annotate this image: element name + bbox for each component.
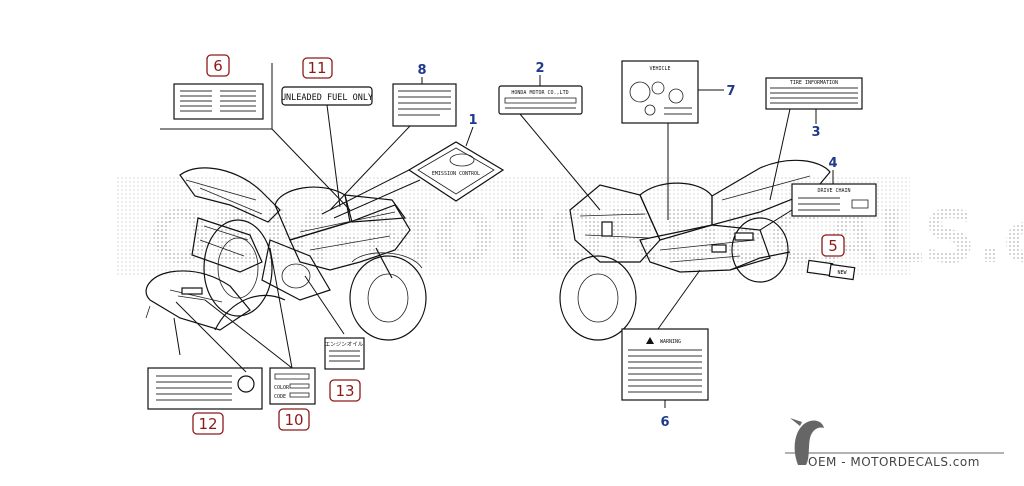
engine-oil-text: エンジンオイル	[325, 341, 364, 348]
svg-text:6: 6	[213, 57, 223, 75]
honda-motor-text: HONDA MOTOR CO.,LTD	[511, 90, 568, 96]
svg-text:12: 12	[198, 415, 217, 433]
emission-text: EMISSION CONTROL	[432, 171, 480, 177]
brand-mark: OEM - MOTORDECALS.com	[785, 418, 1004, 469]
svg-text:13: 13	[335, 382, 354, 400]
label-6-left	[160, 63, 351, 211]
callout-5: 5	[821, 234, 845, 257]
callout-6-right: 6	[660, 415, 669, 430]
callout-11: 11	[302, 57, 333, 79]
brand-text: OEM - MOTORDECALS.com	[808, 455, 980, 469]
callout-10: 10	[278, 408, 310, 431]
label-6-warning: WARNING	[621, 269, 709, 408]
label-12	[147, 301, 263, 410]
label-10-color-code: COLOR CODE	[204, 247, 316, 405]
callout-7: 7	[726, 84, 735, 99]
label-13-engine-oil: エンジンオイル	[304, 275, 365, 370]
new-text: NEW	[837, 270, 847, 276]
tire-info-text: TIRE INFORMATION	[790, 80, 838, 86]
callout-4: 4	[828, 156, 837, 171]
label-3-tire-info: TIRE INFORMATION	[765, 77, 863, 201]
label-1-emission: EMISSION CONTROL	[321, 141, 505, 219]
callout-2: 2	[535, 61, 544, 76]
callout-6-left: 6	[206, 54, 230, 77]
bird-logo-icon	[790, 418, 824, 465]
vehicle-text: VEHICLE	[649, 66, 670, 72]
warning-text: WARNING	[660, 339, 681, 345]
color-text: COLOR	[274, 385, 290, 391]
left-motorcycle	[179, 167, 427, 341]
svg-text:11: 11	[307, 59, 326, 77]
svg-text:10: 10	[284, 411, 303, 429]
callout-13: 13	[329, 379, 361, 402]
svg-text:5: 5	[828, 237, 838, 255]
unleaded-text: UNLEADED FUEL ONLY	[281, 93, 373, 103]
label-11-unleaded: UNLEADED FUEL ONLY	[281, 86, 373, 208]
label-5: NEW	[806, 259, 856, 281]
label-8	[329, 83, 457, 211]
code-text: CODE	[274, 394, 286, 400]
callout-1: 1	[468, 113, 477, 128]
callout-8: 8	[417, 63, 426, 78]
watermark-text: OEM-MOTORDECALS.com	[150, 195, 1024, 279]
label-text-lines	[180, 90, 256, 112]
drive-chain-text: DRIVE CHAIN	[817, 188, 850, 194]
label-4-drive-chain: DRIVE CHAIN	[759, 183, 877, 231]
label-7: VEHICLE	[621, 60, 724, 220]
seat-detail	[145, 270, 286, 331]
right-motorcycle	[559, 159, 831, 341]
watermark: OEM-MOTORDECALS.com	[115, 175, 1024, 279]
callout-12: 12	[192, 412, 224, 435]
callout-3: 3	[811, 125, 820, 140]
